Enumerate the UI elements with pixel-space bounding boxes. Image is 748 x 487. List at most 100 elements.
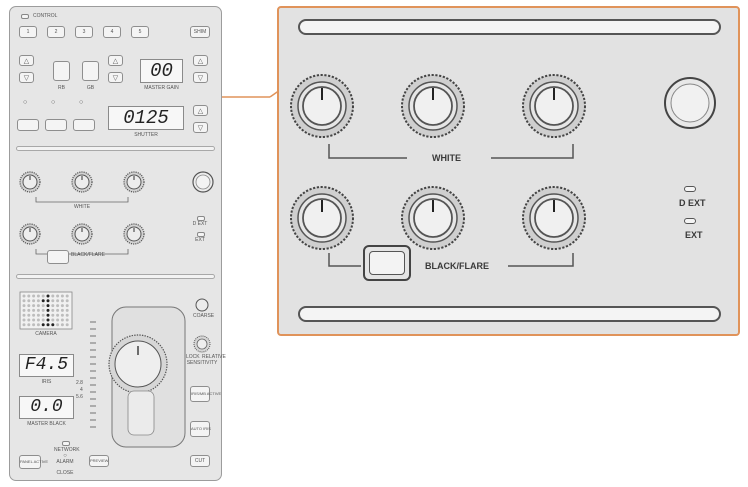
matrix-dot xyxy=(41,323,45,327)
camera-4-button[interactable]: 4 xyxy=(103,26,121,38)
iris-scale-label: 5.6 xyxy=(76,394,83,400)
camera-1-button[interactable]: 1 xyxy=(19,26,37,38)
gb-label: GB xyxy=(86,85,95,91)
matrix-dot xyxy=(51,318,55,322)
master-black-label: MASTER BLACK xyxy=(27,421,66,427)
matrix-dot xyxy=(27,299,31,303)
matrix-dot xyxy=(51,308,55,312)
matrix-dot xyxy=(56,294,60,298)
camera-5-button[interactable]: 5 xyxy=(131,26,149,38)
camera-2-button[interactable]: 2 xyxy=(47,26,65,38)
matrix-dot xyxy=(41,318,45,322)
rb-label: RB xyxy=(58,85,65,91)
camera-3-button[interactable]: 3 xyxy=(75,26,93,38)
preview-button[interactable]: PREVIEW xyxy=(89,455,109,467)
section-divider xyxy=(16,274,215,279)
white-green-knob[interactable] xyxy=(71,171,93,193)
panel-active-button[interactable]: PANEL ACTIVE xyxy=(19,455,48,469)
d-ext-label: D EXT xyxy=(192,221,208,227)
master-knob-zoom[interactable] xyxy=(664,77,716,129)
matrix-dot xyxy=(32,313,36,317)
ext-label: EXT xyxy=(195,237,205,243)
coarse-knob[interactable] xyxy=(195,298,209,312)
red-gain-up-button[interactable]: △ xyxy=(19,55,34,66)
master-gain-up-button[interactable]: △ xyxy=(193,55,208,66)
matrix-dot xyxy=(22,299,26,303)
matrix-dot xyxy=(60,313,64,317)
matrix-dot xyxy=(46,318,50,322)
black-flare-button-zoom[interactable] xyxy=(363,245,411,281)
green-balance-button[interactable] xyxy=(82,61,99,81)
matrix-dot xyxy=(22,323,26,327)
camera-label: CAMERA xyxy=(35,331,57,337)
matrix-dot xyxy=(60,304,64,308)
matrix-dot xyxy=(56,308,60,312)
matrix-dot xyxy=(65,323,69,327)
black-flare-button[interactable] xyxy=(47,250,69,264)
matrix-dot xyxy=(65,304,69,308)
cut-button[interactable]: CUT xyxy=(190,455,210,467)
black-blue-knob[interactable] xyxy=(123,223,145,245)
black-bracket-left xyxy=(328,253,361,267)
blue-gain-up-button[interactable]: △ xyxy=(108,55,123,66)
blue-gain-down-button[interactable]: ▽ xyxy=(108,72,123,83)
matrix-dot xyxy=(51,299,55,303)
red-gain-down-button[interactable]: ▽ xyxy=(19,72,34,83)
green-black-button[interactable] xyxy=(45,119,67,131)
white-blue-knob[interactable] xyxy=(123,171,145,193)
matrix-dot xyxy=(32,308,36,312)
iris-scale-label: 2.8 xyxy=(76,380,83,386)
shutter-label: SHUTTER xyxy=(134,132,158,138)
matrix-dot xyxy=(60,299,64,303)
white-green-knob-zoom[interactable] xyxy=(401,74,465,138)
matrix-dot xyxy=(65,299,69,303)
knob-layer xyxy=(19,171,214,448)
black-red-knob[interactable] xyxy=(19,223,41,245)
iris-joystick[interactable] xyxy=(108,306,186,448)
red-black-button[interactable] xyxy=(17,119,39,131)
matrix-dot xyxy=(32,323,36,327)
master-knob[interactable] xyxy=(192,171,214,193)
matrix-dot xyxy=(51,313,55,317)
matrix-dot xyxy=(41,304,45,308)
blue-black-button[interactable] xyxy=(73,119,95,131)
iris-mb-active-button[interactable]: IRIS/MB ACTIVE xyxy=(190,386,221,402)
bottom-slot-divider xyxy=(298,306,721,322)
matrix-dot xyxy=(51,304,55,308)
auto-iris-button[interactable]: AUTO IRIS xyxy=(190,421,211,437)
matrix-dot xyxy=(56,323,60,327)
matrix-dot xyxy=(65,294,69,298)
section-divider xyxy=(16,146,215,151)
network-led xyxy=(62,441,70,446)
black-green-knob[interactable] xyxy=(71,223,93,245)
shim-button[interactable]: SHIM xyxy=(190,26,210,38)
sensitivity-knob[interactable] xyxy=(193,335,211,353)
ext-led-zoom xyxy=(684,218,696,224)
matrix-dot xyxy=(65,313,69,317)
white-red-knob[interactable] xyxy=(19,171,41,193)
shutter-up-button[interactable]: △ xyxy=(193,105,208,116)
shutter-down-button[interactable]: ▽ xyxy=(193,122,208,133)
black-red-knob-zoom[interactable] xyxy=(290,186,354,250)
master-gain-down-button[interactable]: ▽ xyxy=(193,72,208,83)
top-slot-divider xyxy=(298,19,721,35)
matrix-dot xyxy=(32,318,36,322)
matrix-dot xyxy=(32,299,36,303)
d-ext-led xyxy=(197,216,205,221)
red-balance-button[interactable] xyxy=(53,61,70,81)
zoom-knob-layer xyxy=(290,74,716,267)
master-black-display: 0.0 xyxy=(19,396,74,419)
black-flare-label-zoom: BLACK/FLARE xyxy=(425,261,489,271)
white-red-knob-zoom[interactable] xyxy=(290,74,354,138)
black-green-knob-zoom[interactable] xyxy=(401,186,465,250)
iris-scale-label: 4 xyxy=(80,387,83,393)
sensitivity-label: SENSITIVITY xyxy=(186,360,218,366)
white-blue-knob-zoom[interactable] xyxy=(522,74,586,138)
matrix-dot xyxy=(60,294,64,298)
black-blue-knob-zoom[interactable] xyxy=(522,186,586,250)
matrix-dot xyxy=(27,323,31,327)
matrix-dot xyxy=(36,304,40,308)
relative-label: RELATIVE xyxy=(202,354,226,360)
white-bracket-right xyxy=(491,144,574,159)
iris-label: IRIS xyxy=(41,379,52,385)
